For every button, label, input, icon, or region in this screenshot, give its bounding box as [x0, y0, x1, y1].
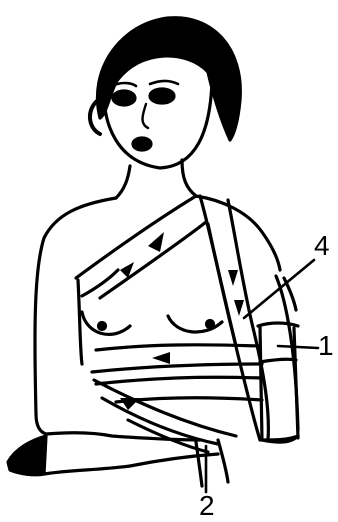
side-wrap-top — [258, 323, 298, 326]
leader-1 — [278, 346, 318, 348]
left-brow — [112, 83, 136, 86]
side-wrap-edge — [260, 326, 262, 440]
neck-left — [116, 166, 130, 198]
side-wrap-bottom — [260, 359, 296, 362]
chest-band-2-top — [96, 377, 262, 384]
right-eye — [150, 89, 174, 103]
left-eye — [113, 91, 135, 105]
callout-label-4: 4 — [314, 232, 330, 260]
hand — [8, 436, 46, 475]
lower-sling-right — [218, 440, 228, 482]
hair — [97, 18, 240, 140]
nipple-left — [99, 323, 106, 330]
arrow-vertical-1 — [228, 270, 238, 286]
right-brow — [150, 81, 178, 84]
neck-right — [182, 160, 196, 196]
mouth — [133, 138, 151, 150]
arrow-vertical-2 — [234, 300, 244, 316]
forearm-bottom — [44, 454, 218, 474]
nose — [143, 104, 149, 128]
arrow-diagonal — [148, 232, 164, 252]
callout-label-2: 2 — [199, 492, 215, 520]
band-diagonal-bottom — [100, 222, 206, 298]
left-armpit — [78, 280, 82, 364]
callout-label-1: 1 — [318, 332, 334, 360]
chest-band-1-bottom — [92, 364, 262, 372]
band-diagonal-top — [76, 196, 196, 278]
arrow-chest — [152, 352, 170, 364]
nipple-right — [207, 321, 214, 328]
side-wrap-outer — [294, 328, 298, 438]
band-diagonal-top2 — [82, 270, 118, 296]
